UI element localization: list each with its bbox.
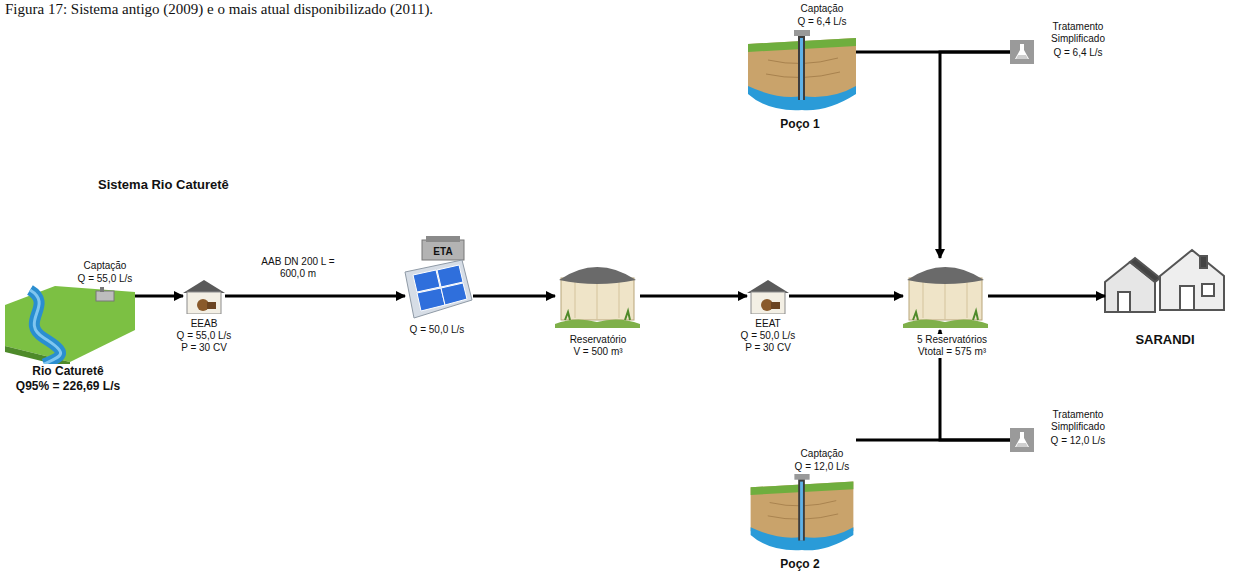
component-label: Captação xyxy=(83,260,128,272)
component-label: Reservatório xyxy=(569,334,628,346)
river-illustration xyxy=(5,286,135,368)
component-label: Q = 50,0 L/s xyxy=(740,330,797,342)
component-label: SARANDI xyxy=(1134,332,1195,348)
pump-station-icon xyxy=(183,280,225,314)
component-node: EEATQ = 50,0 L/sP = 30 CV xyxy=(747,280,789,314)
figure-caption: Figura 17: Sistema antigo (2009) e o mai… xyxy=(4,1,434,18)
component-label: P = 30 CV xyxy=(744,342,792,354)
component-label: Tratamento Simplificado xyxy=(1037,21,1119,45)
component-label: ETA xyxy=(432,246,453,258)
component-label: V = 500 m³ xyxy=(572,346,623,358)
component-label: 5 Reservatórios xyxy=(916,334,988,346)
diagram-title: Sistema Rio Caturetê xyxy=(97,177,230,193)
component-label: Rio Caturetê xyxy=(31,364,104,378)
component-node: SARANDI xyxy=(1105,250,1225,312)
component-node: Tratamento SimplificadoQ = 6,4 L/s xyxy=(1010,40,1034,64)
pipe-connector xyxy=(988,295,1105,298)
component-label: Captação xyxy=(800,3,845,15)
component-node: ETAQ = 50,0 L/s xyxy=(405,236,473,320)
houses-icon xyxy=(1105,250,1224,312)
well-icon xyxy=(748,30,856,110)
pipe-connector xyxy=(135,295,183,298)
pipe-connector xyxy=(640,295,747,298)
treatment-plant-icon xyxy=(405,236,472,318)
component-label: P = 30 CV xyxy=(180,342,228,354)
treatment-icon xyxy=(1010,40,1034,64)
component-node: CaptaçãoQ = 12,0 L/sPoço 2 xyxy=(748,474,856,552)
treatment-icon xyxy=(1010,428,1034,452)
pipe-connector xyxy=(473,295,555,298)
pump-station-icon xyxy=(747,280,789,314)
component-node: EEABQ = 55,0 L/sP = 30 CV xyxy=(183,280,225,314)
pipe-connector xyxy=(940,52,1010,258)
component-label: Q = 12,0 L/s xyxy=(1050,435,1107,447)
component-label: EEAB xyxy=(190,318,219,330)
component-label: Q = 12,0 L/s xyxy=(794,461,851,473)
component-label: Q = 50,0 L/s xyxy=(409,324,466,336)
reservoir-icon xyxy=(555,267,640,328)
component-label: Q95% = 226,69 L/s xyxy=(15,379,121,393)
component-label: Poço 1 xyxy=(779,117,820,131)
component-label: Q = 6,4 L/s xyxy=(796,16,847,28)
component-node: CaptaçãoQ = 55,0 L/sRio CaturetêQ95% = 2… xyxy=(5,285,135,360)
pipe-label: AAB DN 200 L = 600,0 m xyxy=(257,256,339,280)
component-label: Q = 6,4 L/s xyxy=(1052,47,1103,59)
component-label: Captação xyxy=(800,448,845,460)
component-node: 5 ReservatóriosVtotal = 575 m³ xyxy=(903,258,988,330)
pipe-connector xyxy=(789,295,903,298)
component-label: Q = 55,0 L/s xyxy=(176,330,233,342)
component-label: Vtotal = 575 m³ xyxy=(917,346,987,358)
well-icon xyxy=(751,474,854,550)
pipe-connector xyxy=(225,295,405,298)
component-label: EEAT xyxy=(754,318,781,330)
component-label: Q = 55,0 L/s xyxy=(77,273,134,285)
component-node: Tratamento SimplificadoQ = 12,0 L/s xyxy=(1010,428,1034,452)
component-node: ReservatórioV = 500 m³ xyxy=(555,258,640,330)
reservoir-icon xyxy=(903,267,988,328)
component-label: Poço 2 xyxy=(779,557,820,571)
component-node: CaptaçãoQ = 6,4 L/sPoço 1 xyxy=(748,30,856,112)
component-label: Tratamento Simplificado xyxy=(1037,409,1119,433)
